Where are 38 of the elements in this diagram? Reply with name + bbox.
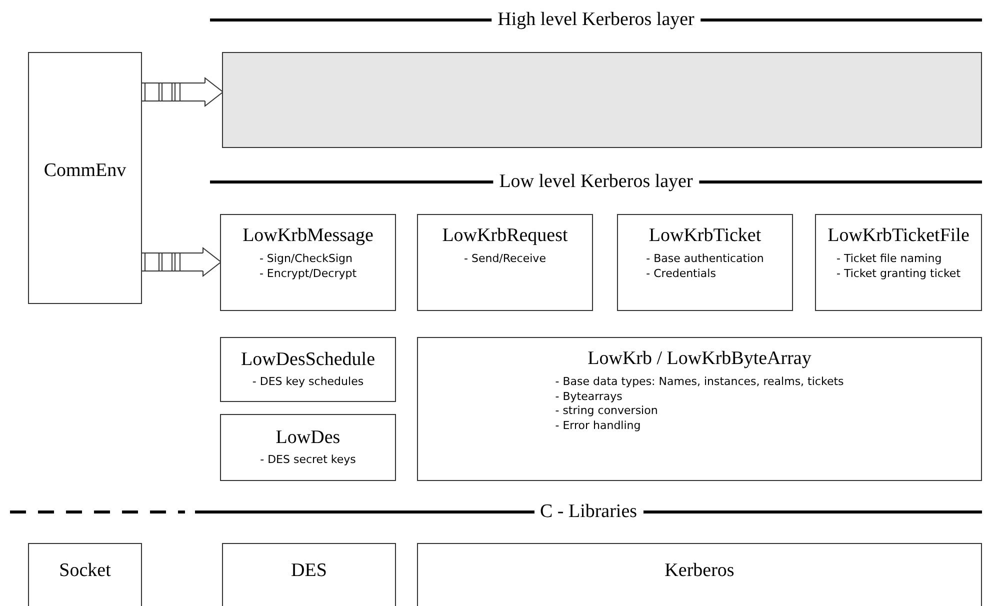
feature-item: - Error handling bbox=[555, 419, 641, 434]
feature-item: - DES secret keys bbox=[260, 453, 356, 468]
component-title: LowKrbTicket bbox=[648, 225, 762, 248]
feature-item: - string conversion bbox=[555, 404, 658, 420]
component-title: CommEnv bbox=[44, 160, 126, 183]
feature-item: - Ticket file naming bbox=[836, 252, 942, 267]
component-title: LowKrb / LowKrbByteArray bbox=[588, 348, 812, 371]
feature-item: - Base authentication bbox=[646, 252, 764, 267]
layer-heading: High level Kerberos layer bbox=[492, 9, 700, 31]
layer-heading: Low level Kerberos layer bbox=[493, 171, 699, 193]
component-title: Kerberos bbox=[664, 560, 734, 583]
component-box bbox=[417, 337, 982, 481]
component-box bbox=[417, 214, 593, 311]
component-title: LowKrbRequest bbox=[442, 225, 568, 248]
component-title: LowDesSchedule bbox=[240, 348, 376, 372]
component-box bbox=[617, 214, 793, 311]
feature-item: - Send/Receive bbox=[464, 252, 546, 267]
component-title: Socket bbox=[59, 560, 111, 583]
component-box bbox=[28, 52, 142, 304]
component-title: DES bbox=[291, 560, 327, 583]
component-title: LowKrbMessage bbox=[242, 225, 374, 248]
feature-item: - Ticket granting ticket bbox=[836, 266, 961, 282]
component-box bbox=[222, 543, 396, 606]
feature-item: - Base data types: Names, instances, realms, tickets bbox=[555, 374, 844, 390]
feature-item: - Credentials bbox=[646, 266, 716, 282]
component-box bbox=[220, 414, 396, 481]
component-box bbox=[220, 214, 396, 311]
component-box bbox=[417, 543, 982, 606]
component-box bbox=[220, 337, 396, 402]
component-title: LowDes bbox=[276, 426, 340, 450]
feature-item: - DES key schedules bbox=[252, 375, 364, 390]
feature-item: - Encrypt/Decrypt bbox=[259, 266, 357, 282]
empty-layer-box bbox=[222, 52, 982, 148]
feature-item: - Sign/CheckSign bbox=[259, 252, 352, 267]
component-title: LowKrbTicketFile bbox=[828, 225, 970, 248]
component-box bbox=[815, 214, 982, 311]
component-box bbox=[28, 543, 142, 606]
feature-item: - Bytearrays bbox=[555, 390, 622, 404]
